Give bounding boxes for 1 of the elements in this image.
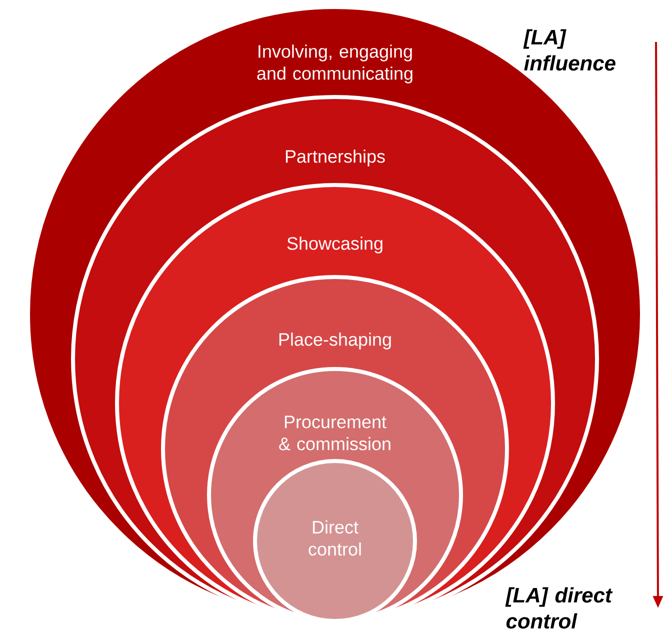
scale-label: [LA] influence xyxy=(523,29,616,71)
